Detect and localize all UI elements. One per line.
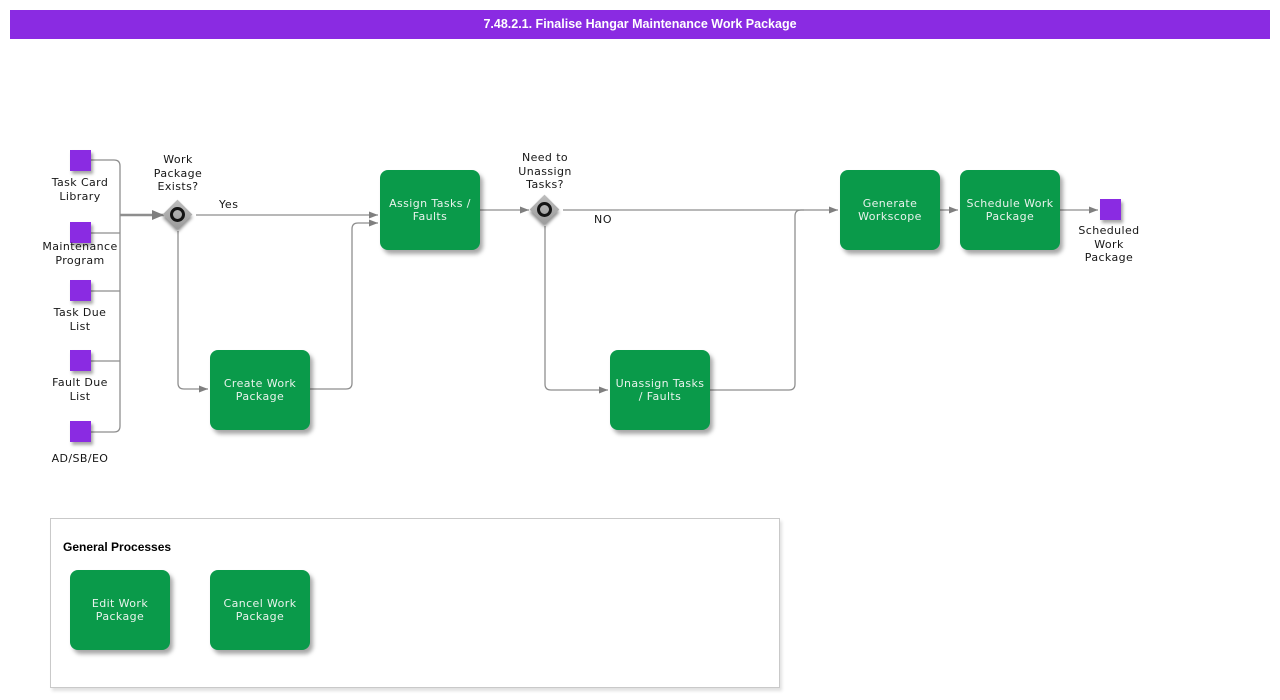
task-cancel-work-package[interactable]: Cancel Work Package — [210, 570, 310, 650]
general-processes-panel: General Processes — [50, 518, 780, 688]
task-due-list-icon — [70, 280, 91, 301]
gateway-work-package-exists — [162, 199, 193, 230]
gateway-circle-icon — [533, 198, 556, 221]
task-unassign-tasks-faults[interactable]: Unassign Tasks / Faults — [610, 350, 710, 430]
task-assign-tasks-faults[interactable]: Assign Tasks / Faults — [380, 170, 480, 250]
task-create-work-package[interactable]: Create Work Package — [210, 350, 310, 430]
ad-sb-eo-icon — [70, 421, 91, 442]
input-label-ad-sb-eo: AD/SB/EO — [51, 452, 109, 465]
gateway2-label: Need to Unassign Tasks? — [518, 151, 572, 191]
edge-no-label: NO — [594, 213, 613, 226]
task-generate-workscope[interactable]: Generate Workscope — [840, 170, 940, 250]
input-label-task-card-library: Task Card Library — [51, 176, 109, 203]
maintenance-program-icon — [70, 222, 91, 243]
scheduled-work-package-icon — [1100, 199, 1121, 220]
input-label-maintenance-program: Maintenance Program — [42, 240, 118, 267]
task-edit-work-package[interactable]: Edit Work Package — [70, 570, 170, 650]
unassign-return-line — [710, 209, 804, 391]
input-label-task-due-list: Task Due List — [53, 306, 107, 333]
gateway1-label: Work Package Exists? — [153, 153, 203, 193]
input-label-fault-due-list: Fault Due List — [52, 376, 108, 403]
task-card-library-icon — [70, 150, 91, 171]
edge-yes-label: Yes — [219, 198, 239, 211]
fault-due-list-icon — [70, 350, 91, 371]
gateway-circle-icon — [166, 203, 189, 226]
page-title: 7.48.2.1. Finalise Hangar Maintenance Wo… — [10, 10, 1270, 39]
gateway1-no-branch-line — [177, 231, 208, 393]
gateway-need-to-unassign — [529, 194, 560, 225]
create-to-assign-line — [310, 219, 378, 390]
general-processes-title: General Processes — [63, 540, 172, 554]
output-label-scheduled-work-package: Scheduled Work Package — [1078, 224, 1140, 264]
gateway2-yes-branch-line — [544, 226, 608, 394]
task-schedule-work-package[interactable]: Schedule Work Package — [960, 170, 1060, 250]
